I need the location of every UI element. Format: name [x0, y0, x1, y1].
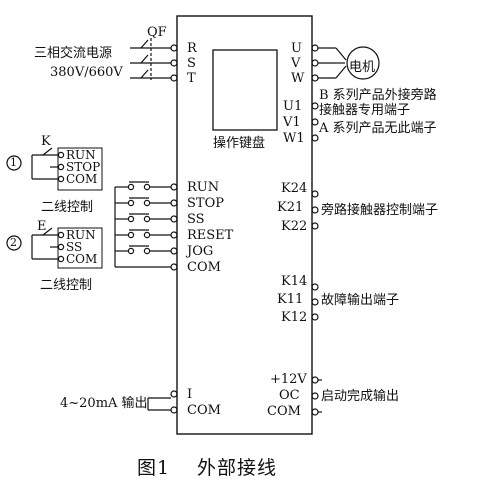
keypad-box [212, 49, 278, 131]
input-run: RUN [187, 180, 220, 195]
b-series-note: B 系列产品外接旁路 [319, 88, 437, 103]
control-input-wiring [114, 181, 178, 271]
terminal-s: S [187, 56, 196, 71]
motor-label: 电机 [349, 60, 376, 75]
terminal-oc-com: COM [267, 404, 301, 419]
start-done-wiring [311, 376, 322, 416]
bypass-label: 旁路接触器控制端子 [321, 203, 439, 218]
motor-wiring [311, 44, 380, 142]
input-ss: SS [187, 212, 205, 227]
terminal-k24: K24 [281, 181, 308, 196]
fault-label: 故障输出端子 [321, 293, 400, 308]
mode1-caption: 二线控制 [41, 200, 94, 215]
start-done-label: 启动完成输出 [321, 389, 400, 404]
mode1-number: 1 [10, 156, 17, 169]
terminal-v1: V1 [283, 115, 301, 130]
terminal-k21: K21 [277, 200, 304, 215]
terminal-r: R [187, 41, 197, 56]
b-series-note-2: 接触器专用端子 [319, 103, 411, 118]
figure-title: 外部接线 [197, 457, 278, 479]
mode1-run: RUN [66, 148, 96, 162]
mode2-ss: SS [66, 240, 83, 254]
mode2-com: COM [66, 252, 98, 266]
input-stop: STOP [187, 196, 224, 211]
bypass-wiring [311, 190, 319, 230]
mode2-caption: 二线控制 [40, 278, 93, 293]
supply-label-2: 380V/660V [50, 65, 123, 80]
figure-number: 图1 [137, 457, 171, 479]
mode2-run: RUN [66, 228, 96, 242]
mode1-com: COM [66, 172, 98, 186]
fault-wiring [311, 283, 319, 321]
mode1-stop: STOP [66, 160, 101, 174]
terminal-t: T [187, 71, 196, 86]
supply-label-1: 三相交流电源 [34, 46, 113, 61]
mode1-switch: K [41, 134, 51, 149]
terminal-k12: K12 [281, 310, 308, 325]
terminal-w1: W1 [283, 131, 305, 146]
terminal-k11: K11 [277, 292, 304, 307]
keypad-label: 操作键盘 [213, 136, 266, 151]
mode1-wiring [6, 147, 103, 191]
terminal-v: V [291, 56, 301, 71]
terminal-12v: +12V [270, 372, 307, 387]
terminal-i: I [187, 387, 193, 402]
analog-label: 4~20mA 输出 [60, 396, 148, 411]
terminal-u1: U1 [283, 99, 303, 114]
mode2-switch: E [37, 219, 47, 234]
terminal-w: W [291, 71, 305, 86]
supply-wiring [130, 38, 178, 82]
terminal-k22: K22 [281, 219, 308, 234]
input-jog: JOG [187, 244, 214, 259]
terminal-oc: OC [279, 388, 300, 403]
motor-symbol [346, 46, 380, 80]
input-reset: RESET [187, 228, 234, 243]
terminal-analog-com: COM [187, 403, 221, 418]
breaker-label: QF [147, 25, 167, 40]
mode2-number: 2 [10, 236, 17, 249]
a-series-note: A 系列产品无此端子 [319, 121, 437, 136]
terminal-u: U [291, 41, 302, 56]
mode2-wiring [6, 227, 103, 269]
analog-wiring [147, 390, 178, 414]
input-com: COM [187, 260, 221, 275]
terminal-k14: K14 [281, 274, 308, 289]
